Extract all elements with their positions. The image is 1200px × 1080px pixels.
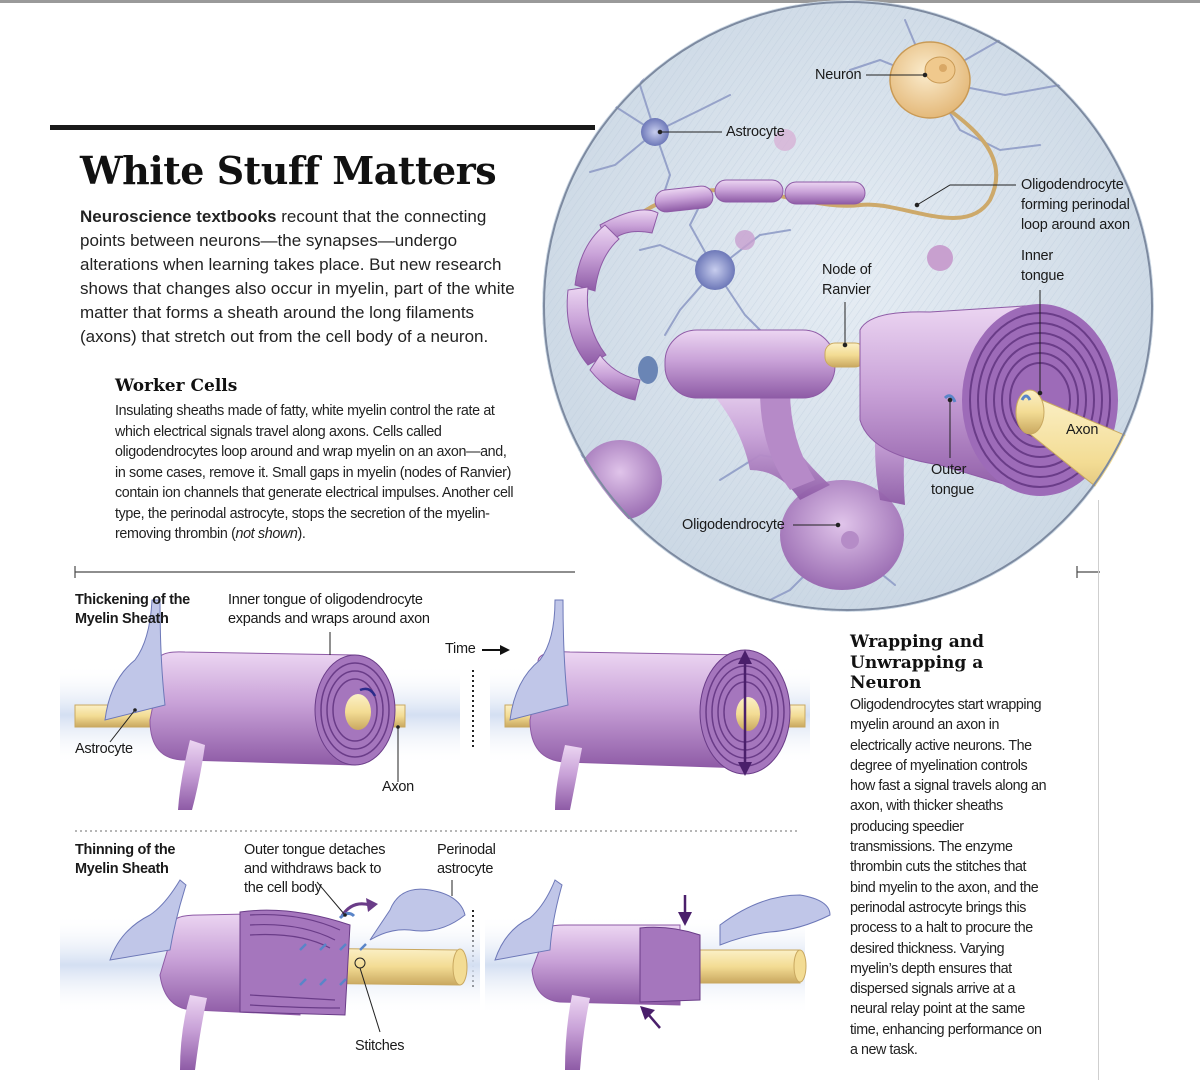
label-oligodendrocyte: Oligodendrocyte	[682, 517, 785, 533]
myelin-segment-left	[638, 329, 836, 399]
thinning-after	[485, 879, 831, 1070]
astrocyte-cells	[641, 118, 953, 290]
top-border	[0, 0, 1200, 3]
label-oligodendrocyte-forming: Oligodendrocyte forming perinodal loop a…	[1021, 177, 1130, 233]
worker-cells-heading: Worker Cells	[115, 376, 238, 396]
myelin-cylinder-cross-section	[859, 304, 1154, 531]
thinning-before	[60, 879, 480, 1070]
label-time: Time	[445, 641, 476, 657]
label-stitches: Stitches	[355, 1038, 405, 1054]
label-node-of-ranvier: Node of Ranvier	[822, 262, 872, 298]
worker-cells-end: ).	[297, 526, 306, 542]
label-outer-tongue-detaches: Outer tongue detaches and withdraws back…	[244, 842, 386, 896]
label-astrocyte-thickening: Astrocyte	[75, 741, 133, 757]
label-perinodal-astrocyte: Perinodal astrocyte	[437, 842, 496, 877]
wrapping-text: Oligodendrocytes start wrapping myelin a…	[850, 697, 1047, 1059]
thickening-before	[60, 599, 460, 810]
label-outer-tongue: Outer tongue	[931, 462, 975, 498]
microscope-circle	[542, 0, 1154, 612]
label-astrocyte: Astrocyte	[726, 124, 785, 140]
label-axon: Axon	[1066, 422, 1099, 438]
label-inner-tongue: Inner tongue	[1021, 248, 1065, 284]
thickening-after	[490, 599, 810, 810]
side-rule	[1098, 500, 1099, 1080]
neuron-cell	[889, 41, 971, 119]
worker-cells-text: Insulating sheaths made of fatty, white …	[115, 401, 520, 545]
worker-cells-body: Insulating sheaths made of fatty, white …	[115, 403, 514, 542]
page-title: White Stuff Matters	[80, 148, 497, 193]
label-inner-tongue-expands: Inner tongue of oligodendrocyte expands …	[228, 592, 430, 627]
intro-lead: Neuroscience textbooks	[80, 207, 277, 226]
thickening-title: Thickening of the Myelin Sheath	[75, 592, 190, 627]
label-axon-thickening: Axon	[382, 779, 414, 795]
worker-cells-italic: not shown	[235, 526, 298, 542]
label-neuron: Neuron	[815, 67, 862, 83]
wrapping-heading: Wrapping and Unwrapping a Neuron	[850, 632, 984, 693]
title-rule	[50, 125, 595, 130]
intro-paragraph: Neuroscience textbooks recount that the …	[80, 205, 520, 349]
circle-leader-lines	[657, 72, 1043, 528]
thinning-title: Thinning of the Myelin Sheath	[75, 842, 176, 877]
intro-text: recount that the connecting points betwe…	[80, 207, 515, 346]
